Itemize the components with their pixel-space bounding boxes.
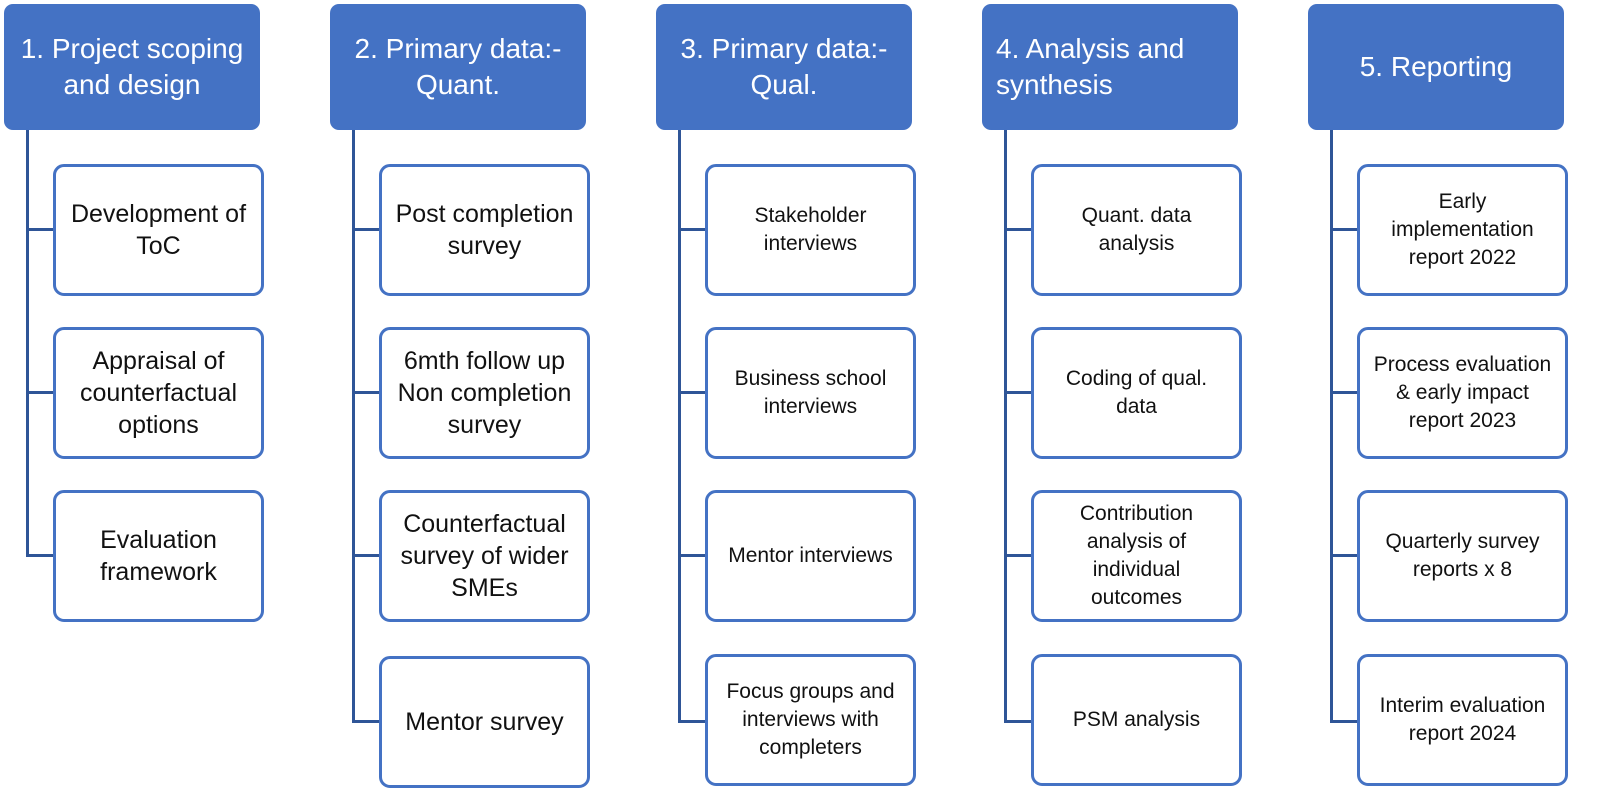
column-1-header: 1. Project scoping and design	[4, 4, 260, 130]
column-3-branch-1	[678, 228, 706, 231]
column-5-connector	[1330, 130, 1333, 723]
column-2-branch-3	[352, 554, 380, 557]
column-3-item-2: Business school interviews	[705, 327, 916, 459]
column-3-item-1: Stakeholder interviews	[705, 164, 916, 296]
column-3-branch-4	[678, 720, 706, 723]
column-5-item-1: Early implementation report 2022	[1357, 164, 1568, 296]
column-1-branch-2	[26, 391, 54, 394]
column-3-item-3: Mentor interviews	[705, 490, 916, 622]
column-5-branch-4	[1330, 720, 1358, 723]
column-4-branch-3	[1004, 554, 1032, 557]
column-5-branch-1	[1330, 228, 1358, 231]
column-2-item-1: Post completion survey	[379, 164, 590, 296]
column-2-header: 2. Primary data:- Quant.	[330, 4, 586, 130]
column-5-item-2: Process evaluation & early impact report…	[1357, 327, 1568, 459]
column-5-branch-3	[1330, 554, 1358, 557]
column-5-item-4: Interim evaluation report 2024	[1357, 654, 1568, 786]
column-3-branch-3	[678, 554, 706, 557]
column-4-branch-1	[1004, 228, 1032, 231]
column-4-item-1: Quant. data analysis	[1031, 164, 1242, 296]
column-4-branch-2	[1004, 391, 1032, 394]
column-1-branch-3	[26, 554, 54, 557]
column-1-connector	[26, 130, 29, 557]
column-1-item-1: Development of ToC	[53, 164, 264, 296]
column-4-item-2: Coding of qual. data	[1031, 327, 1242, 459]
column-2-branch-4	[352, 720, 380, 723]
column-2-branch-1	[352, 228, 380, 231]
column-2-item-2: 6mth follow up Non completion survey	[379, 327, 590, 459]
column-2-branch-2	[352, 391, 380, 394]
column-1-item-2: Appraisal of counterfactual options	[53, 327, 264, 459]
column-3-branch-2	[678, 391, 706, 394]
column-4-item-3: Contribution analysis of individual outc…	[1031, 490, 1242, 622]
column-3-connector	[678, 130, 681, 723]
column-2-item-4: Mentor survey	[379, 656, 590, 788]
column-4-connector	[1004, 130, 1007, 723]
column-3-header: 3. Primary data:- Qual.	[656, 4, 912, 130]
column-2-item-3: Counterfactual survey of wider SMEs	[379, 490, 590, 622]
column-5-item-3: Quarterly survey reports x 8	[1357, 490, 1568, 622]
column-1-branch-1	[26, 228, 54, 231]
column-2-connector	[352, 130, 355, 723]
column-5-branch-2	[1330, 391, 1358, 394]
column-1-item-3: Evaluation framework	[53, 490, 264, 622]
column-4-item-4: PSM analysis	[1031, 654, 1242, 786]
column-3-item-4: Focus groups and interviews with complet…	[705, 654, 916, 786]
column-5-header: 5. Reporting	[1308, 4, 1564, 130]
column-4-branch-4	[1004, 720, 1032, 723]
column-4-header: 4. Analysis and synthesis	[982, 4, 1238, 130]
